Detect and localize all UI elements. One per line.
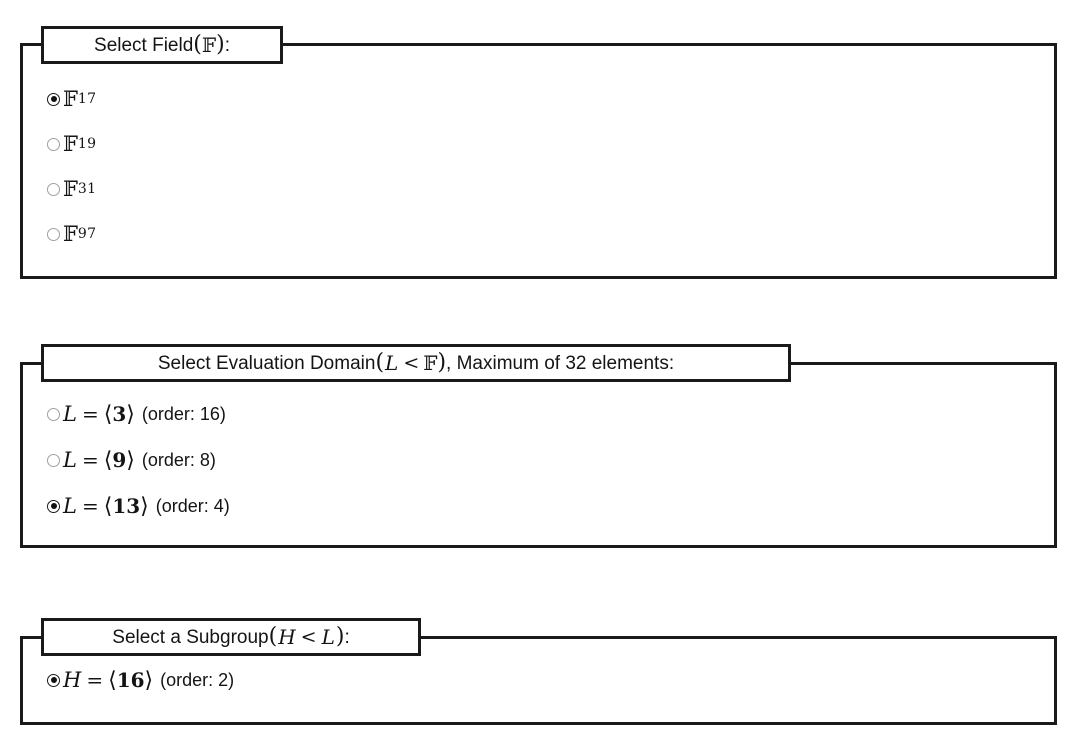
evaluation-domain-radio-list: L=⟨3⟩(order: 16) L=⟨9⟩(order: 8) L=⟨13⟩(… xyxy=(47,399,230,537)
legend-close-paren: ) xyxy=(335,624,345,649)
domain-generator: 9 xyxy=(112,448,127,472)
domain-generator: 13 xyxy=(112,494,141,518)
field-symbol: 𝔽 xyxy=(63,222,78,246)
radio-indicator-unselected[interactable] xyxy=(47,407,60,421)
field-symbol: 𝔽 xyxy=(63,87,78,111)
angle-open: ⟨ xyxy=(103,493,113,519)
radio-indicator-unselected[interactable] xyxy=(47,137,60,151)
domain-generator: 3 xyxy=(112,402,127,426)
subgroup-group-legend: Select a Subgroup (H<L): xyxy=(41,618,421,656)
radio-option-subgroup-16[interactable]: H=⟨16⟩ (order: 2) xyxy=(47,665,234,695)
field-subscript: 19 xyxy=(77,136,97,152)
radio-indicator-selected[interactable] xyxy=(47,92,60,106)
angle-close: ⟩ xyxy=(140,493,149,519)
field-group-legend: Select Field (𝔽): xyxy=(41,26,283,64)
legend-open-paren: ( xyxy=(193,32,202,57)
subgroup-generator: 16 xyxy=(116,668,145,692)
legend-text: Select a Subgroup xyxy=(112,626,269,648)
legend-colon: : xyxy=(224,34,230,56)
legend-relation: < xyxy=(403,351,420,374)
legend-open-paren: ( xyxy=(375,350,385,375)
radio-option-domain-3[interactable]: L=⟨3⟩ (order: 16) xyxy=(47,399,230,429)
subgroup-radio-list: H=⟨16⟩ (order: 2) xyxy=(47,665,234,695)
legend-text: Select Evaluation Domain xyxy=(157,352,376,374)
angle-close: ⟩ xyxy=(126,401,135,427)
domain-order-label: (order: 8) xyxy=(141,449,216,470)
legend-relation: < xyxy=(300,625,317,648)
domain-var: L xyxy=(63,402,77,426)
field-subscript: 17 xyxy=(77,91,97,107)
domain-order-label: (order: 4) xyxy=(155,495,230,516)
legend-field-symbol: 𝔽 xyxy=(201,33,217,57)
subgroup-var: H xyxy=(63,668,82,692)
legend-var-right: 𝔽 xyxy=(423,351,438,375)
radio-indicator-unselected[interactable] xyxy=(47,227,60,241)
legend-close-paren: ) xyxy=(437,350,447,375)
angle-close: ⟩ xyxy=(126,447,135,473)
angle-open: ⟨ xyxy=(108,667,117,693)
equals-sign: = xyxy=(81,448,99,472)
legend-text: Select Field xyxy=(94,34,194,56)
field-symbol: 𝔽 xyxy=(63,132,78,156)
radio-indicator-unselected[interactable] xyxy=(47,453,60,467)
legend-var-left: L xyxy=(385,351,399,375)
field-subscript: 31 xyxy=(77,181,97,197)
field-symbol: 𝔽 xyxy=(63,177,78,201)
legend-open-paren: ( xyxy=(268,624,278,649)
legend-var-right: L xyxy=(321,625,335,649)
radio-indicator-selected[interactable] xyxy=(47,673,60,687)
evaluation-domain-group-legend: Select Evaluation Domain (L<𝔽), Maximum … xyxy=(41,344,791,382)
legend-var-left: H xyxy=(278,625,296,649)
equals-sign: = xyxy=(86,668,104,692)
radio-indicator-selected[interactable] xyxy=(47,499,60,513)
legend-suffix: , Maximum of 32 elements: xyxy=(446,352,675,374)
radio-option-domain-13[interactable]: L=⟨13⟩ (order: 4) xyxy=(47,491,230,521)
angle-open: ⟨ xyxy=(103,401,113,427)
legend-close-paren: ) xyxy=(216,32,225,57)
radio-indicator-unselected[interactable] xyxy=(47,182,60,196)
legend-suffix: : xyxy=(344,626,350,648)
radio-option-domain-9[interactable]: L=⟨9⟩ (order: 8) xyxy=(47,445,230,475)
domain-var: L xyxy=(63,448,77,472)
angle-open: ⟨ xyxy=(103,447,113,473)
evaluation-domain-group: L=⟨3⟩(order: 16) L=⟨9⟩(order: 8) L=⟨13⟩(… xyxy=(20,362,1057,548)
equals-sign: = xyxy=(81,494,99,518)
domain-var: L xyxy=(63,494,77,518)
domain-order-label: (order: 16) xyxy=(141,403,226,424)
equals-sign: = xyxy=(81,402,99,426)
subgroup-order-label: (order: 2) xyxy=(160,669,235,690)
angle-close: ⟩ xyxy=(144,667,154,693)
field-subscript: 97 xyxy=(77,226,97,242)
